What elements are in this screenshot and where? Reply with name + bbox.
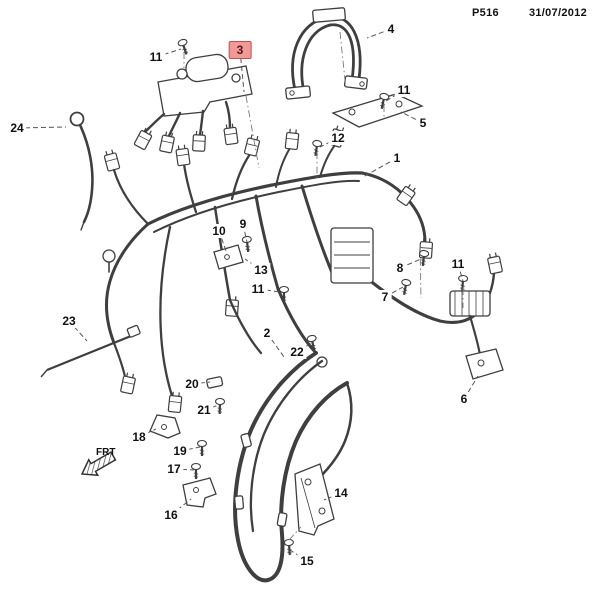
solenoid-bracket-assembly bbox=[133, 53, 253, 154]
harness-bracket-6 bbox=[465, 348, 504, 380]
callout-21[interactable]: 21 bbox=[194, 403, 214, 417]
indicator-tube bbox=[69, 111, 94, 231]
page-date: 31/07/2012 bbox=[528, 7, 587, 19]
callout-13[interactable]: 13 bbox=[251, 263, 271, 277]
callout-11[interactable]: 11 bbox=[248, 282, 268, 296]
bracket-14 bbox=[294, 463, 335, 536]
callout-20[interactable]: 20 bbox=[182, 377, 202, 391]
callout-6[interactable]: 6 bbox=[457, 392, 471, 406]
frt-direction-arrow bbox=[80, 451, 117, 477]
callout-7[interactable]: 7 bbox=[378, 290, 392, 304]
page-ref: P516 bbox=[472, 7, 499, 19]
callout-9[interactable]: 9 bbox=[236, 217, 250, 231]
engine-harness-loop bbox=[233, 351, 353, 583]
callout-15[interactable]: 15 bbox=[297, 554, 317, 568]
callout-22[interactable]: 22 bbox=[287, 345, 307, 359]
bracket-16 bbox=[182, 477, 217, 508]
callout-14[interactable]: 14 bbox=[331, 486, 351, 500]
main-engine-harness bbox=[102, 124, 504, 414]
callout-4[interactable]: 4 bbox=[384, 22, 398, 36]
callout-11[interactable]: 11 bbox=[394, 83, 414, 97]
callout-8[interactable]: 8 bbox=[393, 261, 407, 275]
cable-strap-23 bbox=[40, 324, 141, 378]
callout-5[interactable]: 5 bbox=[416, 116, 430, 130]
construction-lines bbox=[183, 31, 464, 541]
callout-2[interactable]: 2 bbox=[260, 326, 274, 340]
callout-12[interactable]: 12 bbox=[328, 131, 348, 145]
callout-18[interactable]: 18 bbox=[129, 430, 149, 444]
callout-19[interactable]: 19 bbox=[170, 444, 190, 458]
callout-11[interactable]: 11 bbox=[146, 50, 166, 64]
callout-3[interactable]: 3 bbox=[228, 41, 252, 59]
pipe-assembly bbox=[285, 7, 368, 100]
mounting-bracket-5 bbox=[331, 93, 424, 128]
callout-11[interactable]: 11 bbox=[448, 257, 468, 271]
callout-16[interactable]: 16 bbox=[161, 508, 181, 522]
clip-20 bbox=[206, 376, 224, 389]
callout-10[interactable]: 10 bbox=[209, 224, 229, 238]
callout-1[interactable]: 1 bbox=[390, 151, 404, 165]
frt-label: FRT bbox=[96, 447, 115, 458]
callout-23[interactable]: 23 bbox=[59, 314, 79, 328]
page-header: P516 31/07/2012 bbox=[472, 7, 587, 19]
callout-24[interactable]: 24 bbox=[7, 121, 27, 135]
callout-17[interactable]: 17 bbox=[164, 462, 184, 476]
clip-bracket-18 bbox=[149, 414, 181, 439]
